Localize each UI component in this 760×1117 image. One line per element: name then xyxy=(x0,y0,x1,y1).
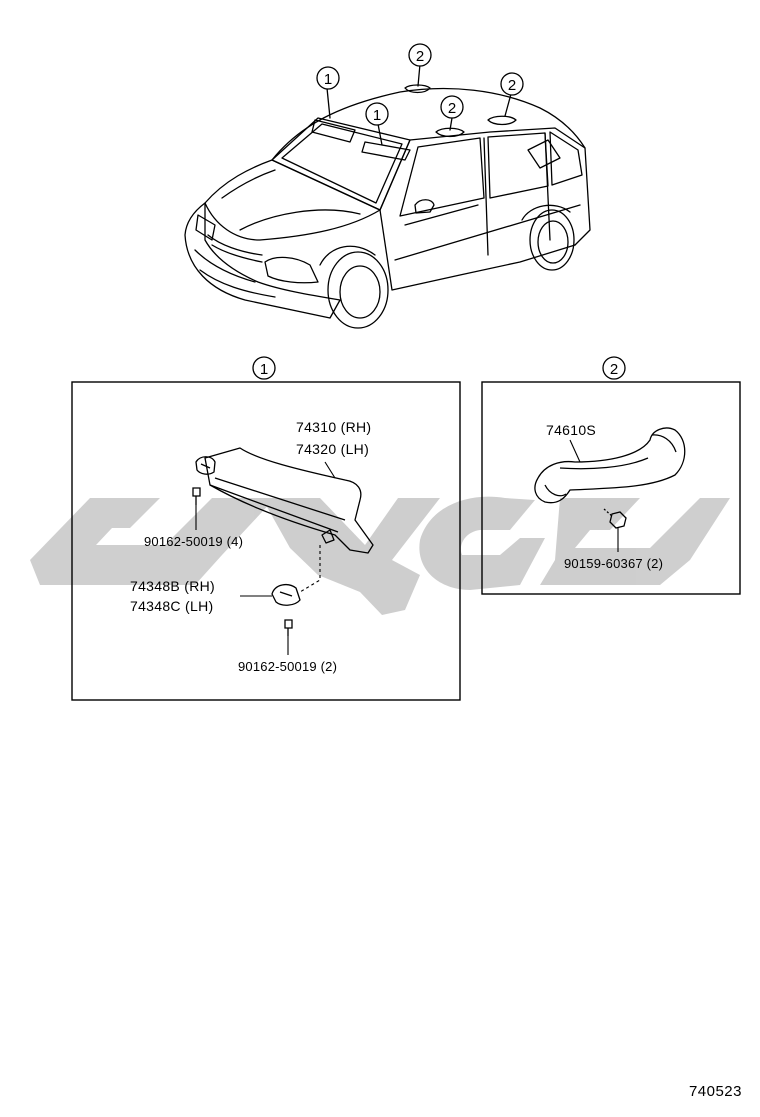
label-visor-rh: 74310 (RH) xyxy=(296,419,371,435)
svg-text:2: 2 xyxy=(416,48,424,65)
svg-text:2: 2 xyxy=(448,100,456,117)
car-callout-2a: 2 xyxy=(408,43,432,67)
diagram-code: 740523 xyxy=(689,1083,742,1100)
section-2-leader-lines xyxy=(569,439,619,552)
svg-text:1: 1 xyxy=(373,107,381,124)
section-2-frame: 2 xyxy=(481,356,741,595)
section-1-frame: 1 xyxy=(71,356,461,701)
label-screw-bottom: 90162-50019 (2) xyxy=(238,659,337,674)
car-callout-2b: 2 xyxy=(440,95,464,119)
bolt-illustration xyxy=(603,508,627,529)
svg-text:2: 2 xyxy=(508,77,516,94)
visor-holder-illustration xyxy=(271,583,301,606)
section-1-leader-lines xyxy=(195,461,336,655)
label-assist-grip: 74610S xyxy=(546,422,596,438)
screw-top-illustration xyxy=(192,487,201,505)
car-callout-1a: 1 xyxy=(316,66,340,90)
label-visor-lh: 74320 (LH) xyxy=(296,441,369,457)
section-1-number: 1 xyxy=(260,361,268,378)
label-bolt: 90159-60367 (2) xyxy=(564,556,663,571)
assist-grip-illustration xyxy=(534,427,686,504)
car-illustration xyxy=(184,63,591,329)
car-callout-1b: 1 xyxy=(365,102,389,126)
svg-text:1: 1 xyxy=(324,71,332,88)
watermark-logo xyxy=(30,496,730,615)
section-2-number: 2 xyxy=(610,361,618,378)
sun-visor-illustration xyxy=(195,447,374,554)
car-callout-2c: 2 xyxy=(500,72,524,96)
screw-bottom-illustration xyxy=(284,619,293,636)
label-screw-top: 90162-50019 (4) xyxy=(144,534,243,549)
label-holder-lh: 74348C (LH) xyxy=(130,598,213,614)
label-holder-rh: 74348B (RH) xyxy=(130,578,215,594)
